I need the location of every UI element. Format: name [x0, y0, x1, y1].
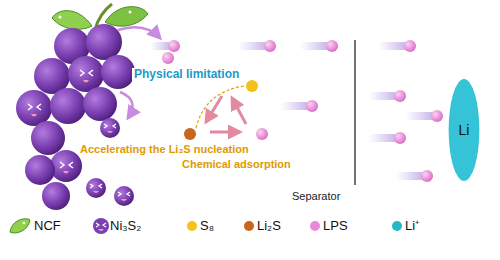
- legend-label: Li₂S: [257, 219, 281, 234]
- legend-swatch: [392, 221, 402, 231]
- separator-label: Separator: [290, 190, 342, 203]
- leaf-icon: [8, 217, 32, 239]
- mechanism-label: Physical limitation: [132, 68, 241, 82]
- legend-label: Ni₃S₂: [110, 219, 141, 234]
- legend-swatch: [244, 221, 254, 231]
- mechanism-label: Accelerating the Li₂S nucleation: [78, 143, 251, 156]
- legend-label: S₈: [200, 219, 214, 234]
- legend-label: Li⁺: [405, 219, 419, 234]
- face-icon: [92, 217, 110, 239]
- legend-label: NCF: [34, 219, 61, 234]
- legend-swatch: [187, 221, 197, 231]
- legend-label: LPS: [323, 219, 348, 234]
- lithium-electrode: Li: [448, 78, 480, 182]
- mechanism-label: Chemical adsorption: [180, 158, 293, 171]
- legend-swatch: [310, 221, 320, 231]
- electrode-label: Li: [459, 122, 470, 138]
